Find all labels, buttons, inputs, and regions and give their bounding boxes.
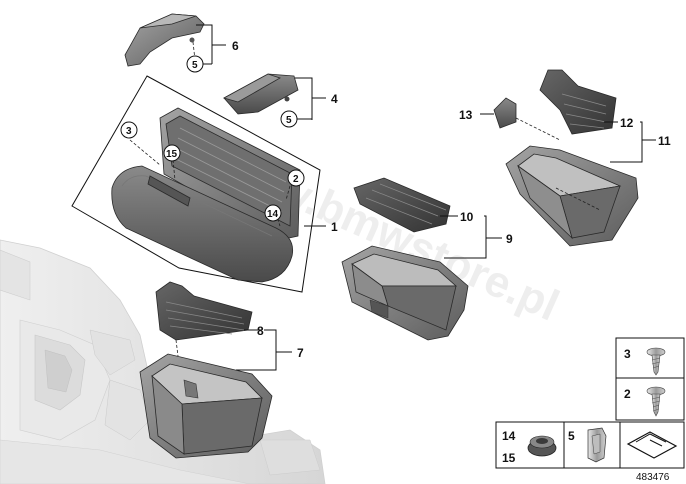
- legend-box-screws: 3 2: [615, 337, 685, 421]
- part-4-cover: [222, 73, 299, 115]
- callout-10: 10: [460, 210, 474, 224]
- part-7-tray: [139, 353, 273, 459]
- part-12-mat: [539, 69, 617, 135]
- page-symbol-icon: [626, 431, 678, 459]
- bracket-6: [196, 24, 213, 64]
- callout-5-mid: 5: [286, 115, 292, 126]
- legend-label-5: 5: [568, 429, 575, 443]
- legend-label-2: 2: [624, 387, 631, 401]
- callout-9: 9: [506, 232, 513, 246]
- bracket-11: [610, 121, 643, 163]
- callout-circle: [264, 204, 282, 222]
- screw-3-icon: [646, 347, 666, 376]
- callout-5-top: 5: [192, 60, 198, 71]
- part-9-tray: [341, 245, 469, 341]
- document-number: 483476: [636, 472, 670, 483]
- callout-6: 6: [232, 39, 239, 53]
- leader-dash: [515, 117, 561, 141]
- leader-dash: [129, 139, 161, 166]
- part-11-tray: [505, 145, 639, 247]
- part-8-mat: [155, 281, 253, 341]
- bracket-9: [444, 215, 487, 259]
- leader-dash: [172, 159, 176, 181]
- legend-box-grommet: 14 15: [495, 421, 565, 469]
- legend-label-3: 3: [624, 347, 631, 361]
- callout-circle: [163, 144, 181, 162]
- screw-2-icon: [646, 386, 666, 417]
- bracket-7: [236, 329, 277, 371]
- part-6-cover: [124, 13, 205, 67]
- callout-8: 8: [257, 324, 264, 338]
- part-10-mat: [353, 177, 451, 233]
- callout-3: 3: [126, 126, 132, 137]
- part-1-armrest: [111, 107, 301, 283]
- bracket-4: [295, 77, 313, 120]
- leader-dash: [285, 185, 291, 201]
- callout-12: 12: [620, 116, 634, 130]
- callout-2: 2: [293, 174, 299, 185]
- legend-box-symbol: [619, 421, 685, 469]
- callout-15: 15: [166, 149, 178, 160]
- legend-label-14: 14: [502, 429, 516, 443]
- callout-circle: [287, 169, 305, 187]
- callout-1: 1: [331, 220, 338, 234]
- callout-11: 11: [658, 134, 671, 148]
- callout-circle: [120, 121, 138, 139]
- center-console-background: [0, 239, 326, 484]
- legend-box-clip: 5: [563, 421, 621, 469]
- callout-7: 7: [297, 346, 304, 360]
- legend-label-15: 15: [502, 451, 516, 465]
- callout-4: 4: [331, 92, 338, 106]
- clip-icon: [587, 427, 607, 463]
- grommet-icon: [527, 435, 557, 457]
- part-13-insert: [493, 97, 517, 129]
- callout-14: 14: [267, 209, 279, 220]
- callout-13: 13: [459, 108, 473, 122]
- leader-dash: [175, 339, 179, 357]
